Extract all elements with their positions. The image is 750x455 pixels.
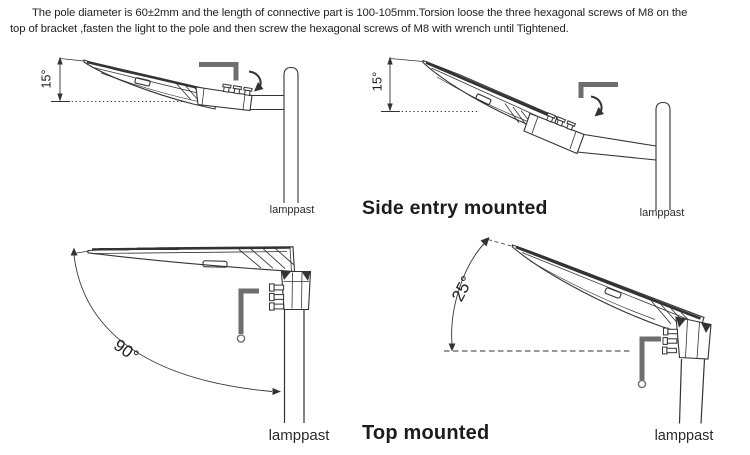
pole <box>283 66 299 203</box>
edge-detail-1 <box>99 248 129 251</box>
bracket-gusset-left <box>676 317 686 328</box>
arc-arrow-right <box>272 388 281 395</box>
hex-screws-icon <box>222 83 253 96</box>
dashed-extension-line <box>487 239 514 247</box>
dimension-arrow-up <box>387 56 393 65</box>
bracket-division-lines <box>531 116 577 150</box>
bracket-gusset-left <box>281 271 291 280</box>
bracket-division-lines <box>201 88 246 110</box>
allen-wrench-icon <box>578 82 618 98</box>
arc-extension-line <box>73 250 90 254</box>
wrench-ball-end <box>637 379 647 389</box>
diagram-bottom-right <box>444 237 712 424</box>
pole-label-top-right: lamppast <box>639 207 685 219</box>
heatsink-hatch <box>174 81 215 103</box>
street-light-body <box>87 246 296 273</box>
street-light-clip <box>475 93 492 105</box>
street-light-clip <box>604 287 622 299</box>
hex-screws-icon <box>269 283 285 311</box>
mounting-arm <box>250 94 284 111</box>
dimension-arrow-down <box>57 93 63 102</box>
diagram-bottom-left <box>70 246 312 423</box>
pole <box>283 309 305 423</box>
angle-arc <box>73 254 273 392</box>
pole <box>678 358 706 424</box>
angle-arc <box>451 240 487 345</box>
street-light-clip <box>202 260 228 268</box>
street-light-end-line <box>289 246 292 272</box>
street-light-clip <box>134 77 151 87</box>
wrench-ball-end <box>236 334 246 343</box>
street-light-lower-line <box>529 260 656 320</box>
street-light-inner-line <box>431 67 549 122</box>
angle-dimension <box>51 56 197 102</box>
allen-wrench-icon <box>199 62 239 81</box>
bracket-gusset-right <box>701 322 711 333</box>
pole-label-bottom-left: lamppast <box>268 427 330 444</box>
mounting-bracket <box>195 86 253 112</box>
bracket-division-lines <box>685 319 700 359</box>
dimension-arrow-up <box>57 56 63 65</box>
street-light-lower-line <box>100 72 207 104</box>
arc-arrow-bottom <box>448 343 456 352</box>
bracket-division-lines <box>291 272 303 309</box>
pole-label-bottom-right: lamppast <box>654 428 714 444</box>
allen-wrench-icon <box>639 336 661 380</box>
street-light-inner-line <box>94 251 288 254</box>
street-light-inner-line <box>521 252 696 323</box>
pole <box>655 101 671 210</box>
heatsink-hatch <box>650 300 701 332</box>
caption-top-mounted: Top mounted <box>362 422 490 444</box>
arc-arrow-top <box>480 237 490 247</box>
rotation-arrow-head <box>594 107 604 117</box>
diagram-top-left <box>51 56 299 203</box>
mounting-bracket <box>523 112 585 155</box>
angle-label-top-right: 15° <box>369 71 385 92</box>
heatsink-hatch <box>238 247 294 269</box>
street-light-top-band <box>86 60 215 93</box>
hex-screws-icon <box>546 112 577 131</box>
instruction-line-1: The pole diameter is 60±2mm and the leng… <box>32 7 688 19</box>
arc-arrow-top <box>70 247 78 256</box>
diagram-top-right <box>381 56 671 210</box>
bracket-gusset-right <box>301 271 311 281</box>
street-light-body <box>511 244 705 339</box>
street-light-top-band <box>515 245 702 320</box>
angle-label-top-left: 15° <box>39 69 54 89</box>
instruction-line-2: top of bracket ,fasten the light to the … <box>10 23 569 35</box>
allen-wrench-icon <box>238 288 259 334</box>
street-light-top-band <box>425 61 555 119</box>
rotation-arrow-head <box>254 82 264 92</box>
instruction-text: The pole diameter is 60±2mm and the leng… <box>10 5 750 37</box>
angle-dimension <box>381 56 478 112</box>
edge-detail-2 <box>137 247 179 250</box>
mounting-arm <box>576 133 657 161</box>
caption-side-entry-mounted: Side entry mounted <box>362 197 548 219</box>
extension-line <box>59 58 85 62</box>
dimension-arrow-down <box>387 103 393 112</box>
pole-label-top-left: lamppast <box>269 204 315 216</box>
hex-screws-icon <box>662 327 678 355</box>
extension-line <box>389 58 424 62</box>
